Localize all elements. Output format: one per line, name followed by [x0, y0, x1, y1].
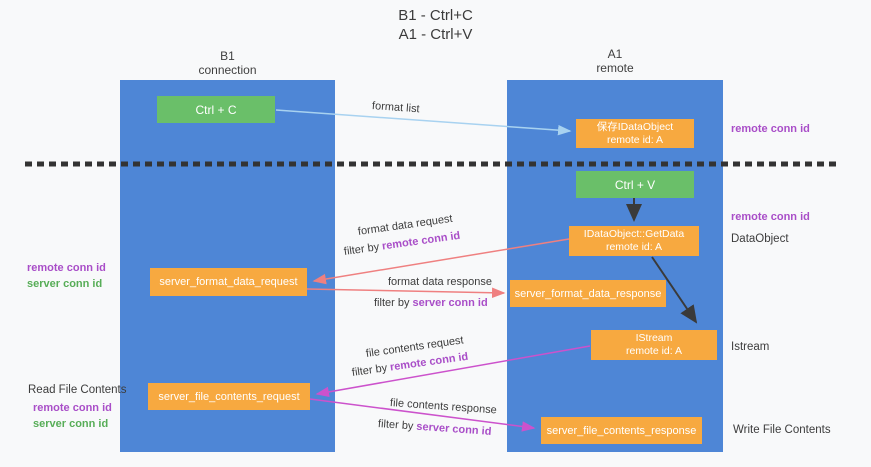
filter-id-server-conn: server conn id: [412, 297, 488, 309]
lane-header-b1-connection: B1 connection: [198, 49, 257, 77]
diagram-title: B1 - Ctrl+C A1 - Ctrl+V: [0, 6, 871, 44]
annotation-dataobject: DataObject: [731, 233, 789, 245]
arrow-file-contents-response: [309, 398, 536, 432]
annotation-write-file-contents: Write File Contents: [733, 424, 831, 436]
box-server-format-data-request: server_format_data_request: [150, 268, 307, 296]
box-ctrl-c: Ctrl + C: [157, 96, 275, 123]
box-server-file-contents-response: server_file_contents_response: [541, 417, 702, 444]
label-format-data-response: format data response: [388, 276, 492, 288]
arrow-getdata-to-istream: [651, 256, 698, 324]
arrow-format-data-request: [312, 238, 570, 285]
annotation-remote-conn-id-left-bottom: remote conn id: [33, 402, 112, 414]
annotation-remote-conn-id-right-top: remote conn id: [731, 123, 810, 135]
annotation-server-conn-id-left-bottom: server conn id: [33, 418, 109, 430]
filter-prefix: filter by: [377, 418, 414, 433]
box-istream: IStream remote id: A: [591, 330, 717, 360]
filter-prefix: filter by: [374, 297, 410, 309]
arrow-file-contents-request: [315, 345, 591, 398]
annotation-istream: Istream: [731, 341, 770, 353]
lane-header-a1-remote: A1 remote: [596, 47, 634, 75]
box-server-format-data-response: server_format_data_response: [510, 280, 666, 307]
box-store-idataobject: 保存IDataObject remote id: A: [576, 119, 694, 148]
arrow-format-data-response: [306, 287, 506, 299]
box-server-file-contents-request: server_file_contents_request: [148, 383, 310, 410]
annotation-read-file-contents: Read File Contents: [28, 384, 127, 396]
annotation-remote-conn-id-right-mid: remote conn id: [731, 211, 810, 223]
box-ctrl-v: Ctrl + V: [576, 171, 694, 198]
title-line-2: A1 - Ctrl+V: [398, 26, 473, 43]
box-idataobject-getdata: IDataObject::GetData remote id: A: [569, 226, 699, 256]
title-line-1: B1 - Ctrl+C: [398, 7, 473, 24]
annotation-server-conn-id-left-top: server conn id: [27, 278, 103, 290]
arrow-format-list: [275, 109, 572, 136]
annotation-remote-conn-id-left-top: remote conn id: [27, 262, 106, 274]
